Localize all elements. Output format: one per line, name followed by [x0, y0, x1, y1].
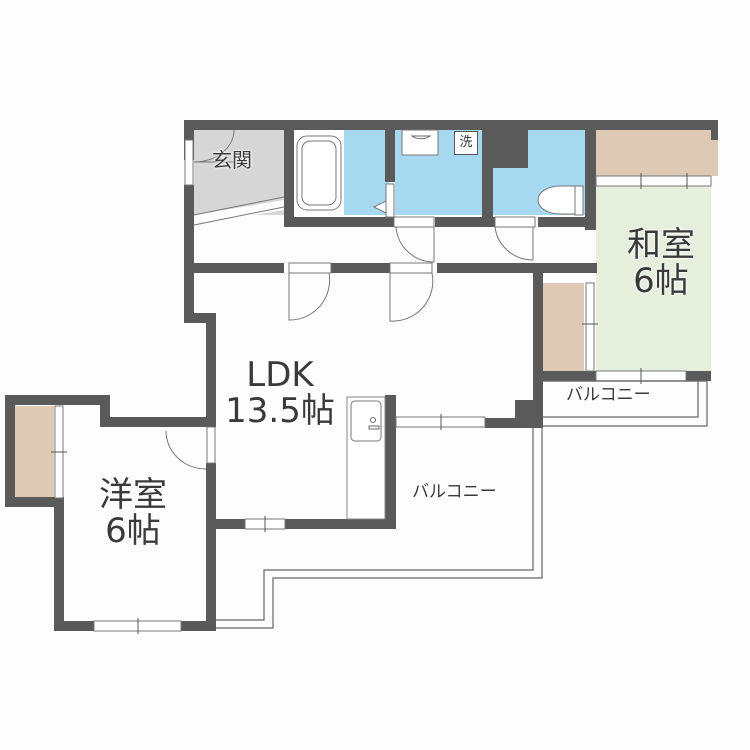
youshitsu-closet	[15, 406, 54, 498]
youshitsu-area: 6帖	[105, 510, 161, 551]
room-label-ldk: LDK 13.5帖	[210, 355, 350, 431]
wash-basin	[401, 129, 439, 156]
doors	[165, 129, 536, 470]
room-label-balcony-large: バルコニー	[412, 482, 497, 502]
ldk-area: 13.5帖	[225, 390, 335, 431]
washitsu-closet	[593, 130, 718, 176]
washitsu-name: 和室	[627, 225, 695, 265]
ldk-name: LDK	[246, 355, 314, 395]
ldk-closet	[543, 283, 584, 371]
room-label-balcony-small: バルコニー	[566, 385, 651, 405]
entrance-step	[193, 196, 285, 226]
washitsu-area: 6帖	[633, 260, 689, 301]
washitsu-floor	[596, 186, 711, 373]
kitchen-sink	[350, 400, 382, 442]
walls	[5, 120, 718, 631]
entrance-floor	[194, 130, 284, 215]
youshitsu-name: 洋室	[99, 475, 167, 515]
room-label-washitsu: 和室 6帖	[606, 225, 716, 301]
toilet-bowl	[537, 185, 575, 215]
balcony-outlines	[216, 380, 708, 629]
room-label-entrance: 玄関	[212, 148, 252, 172]
bathroom	[344, 130, 389, 215]
washing-machine-label: 洗	[454, 131, 478, 155]
room-label-youshitsu: 洋室 6帖	[68, 475, 198, 551]
